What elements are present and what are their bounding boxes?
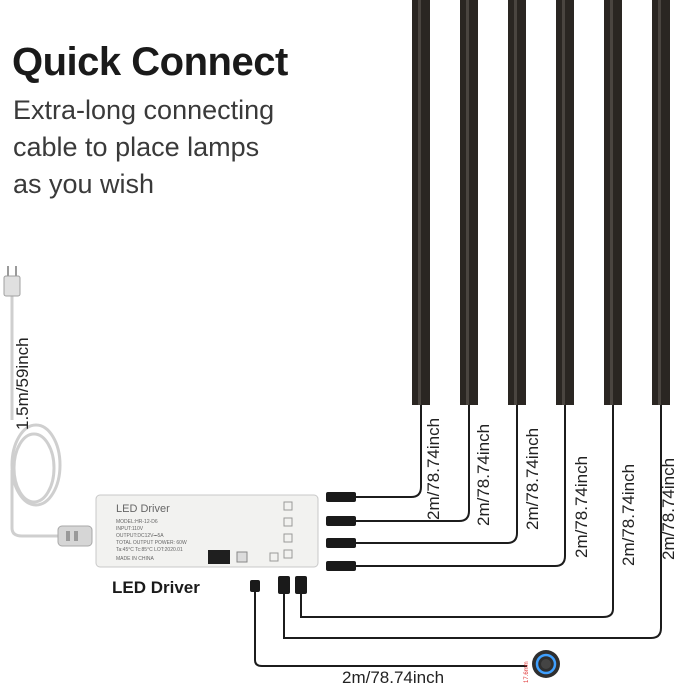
led-lamp-bars bbox=[412, 0, 670, 405]
strip-cable-length-2: 2m/78.74inch bbox=[474, 424, 493, 526]
driver-bottom-connectors bbox=[250, 576, 307, 594]
driver-spec-4: TOTAL OUTPUT POWER: 60W bbox=[116, 540, 187, 546]
led-driver-box: LED Driver MODEL:HR-12-D6 INPUT:110V OUT… bbox=[95, 494, 319, 568]
strip-cable-length-3: 2m/78.74inch bbox=[523, 428, 542, 530]
power-plug-icon bbox=[3, 266, 21, 297]
driver-output-connectors bbox=[326, 492, 356, 571]
driver-spec-2: INPUT:110V bbox=[116, 526, 144, 532]
headline: Quick Connect bbox=[12, 40, 288, 84]
strip-cable-length-6: 2m/78.74inch bbox=[659, 458, 678, 560]
subheadline-line-3: as you wish bbox=[13, 169, 155, 199]
strip-cable-length-4: 2m/78.74inch bbox=[572, 456, 591, 558]
lamp-cables bbox=[283, 405, 662, 639]
subheadline-line-2: cable to place lamps bbox=[13, 132, 260, 162]
power-cable bbox=[10, 296, 62, 538]
switch-cable-length-label: 2m/78.74inch bbox=[342, 668, 444, 687]
strip-cable-length-5: 2m/78.74inch bbox=[619, 464, 638, 566]
subheadline-line-1: Extra-long connecting bbox=[13, 95, 275, 125]
power-inlet-connector bbox=[57, 525, 93, 547]
driver-terminal-block bbox=[208, 550, 230, 564]
driver-caption: LED Driver bbox=[112, 578, 200, 597]
driver-made-in: MADE IN CHINA bbox=[116, 556, 154, 562]
driver-spec-5: Ta:45°C Tc:85°C LOT:2020.01 bbox=[116, 547, 183, 553]
driver-spec-3: OUTPUT:DC12V⎓5A bbox=[116, 533, 164, 539]
strip-cable-length-1: 2m/78.74inch bbox=[424, 418, 443, 520]
switch-size-label: 17.6mm bbox=[524, 661, 530, 683]
subheadline: Extra-long connecting cable to place lam… bbox=[13, 92, 313, 203]
touch-switch-icon bbox=[532, 650, 560, 678]
driver-spec-1: MODEL:HR-12-D6 bbox=[116, 519, 158, 525]
power-cable-length-label: 1.5m/59inch bbox=[13, 337, 32, 430]
switch-cable bbox=[254, 590, 527, 667]
driver-box-title: LED Driver bbox=[116, 503, 170, 515]
